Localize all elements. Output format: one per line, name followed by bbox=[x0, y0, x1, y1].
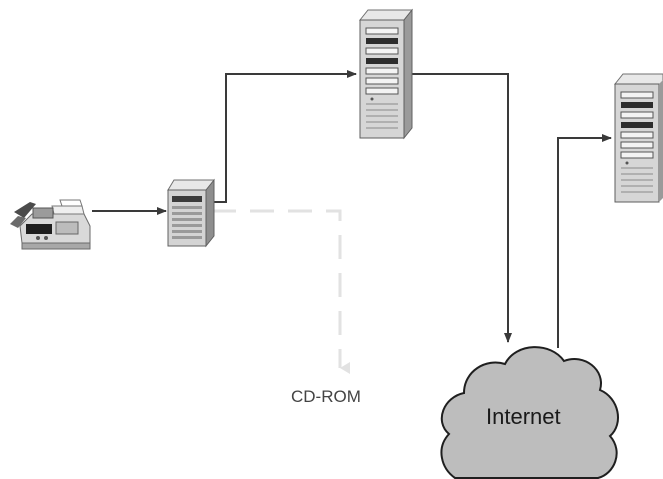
cd-rom-label: CD-ROM bbox=[291, 387, 361, 406]
cloud-icon bbox=[440, 346, 619, 479]
internet-label: Internet bbox=[486, 404, 561, 429]
fax-machine-icon bbox=[10, 199, 91, 250]
connector-workstation-to-cdrom bbox=[212, 209, 350, 374]
connector-workstation-to-server bbox=[212, 70, 357, 203]
small-server-icon bbox=[167, 178, 215, 248]
tower-server-icon-remote bbox=[613, 73, 663, 203]
tower-server-icon bbox=[358, 8, 414, 140]
connector-server-to-internet bbox=[408, 73, 512, 343]
connector-internet-to-remote-server bbox=[557, 134, 612, 348]
